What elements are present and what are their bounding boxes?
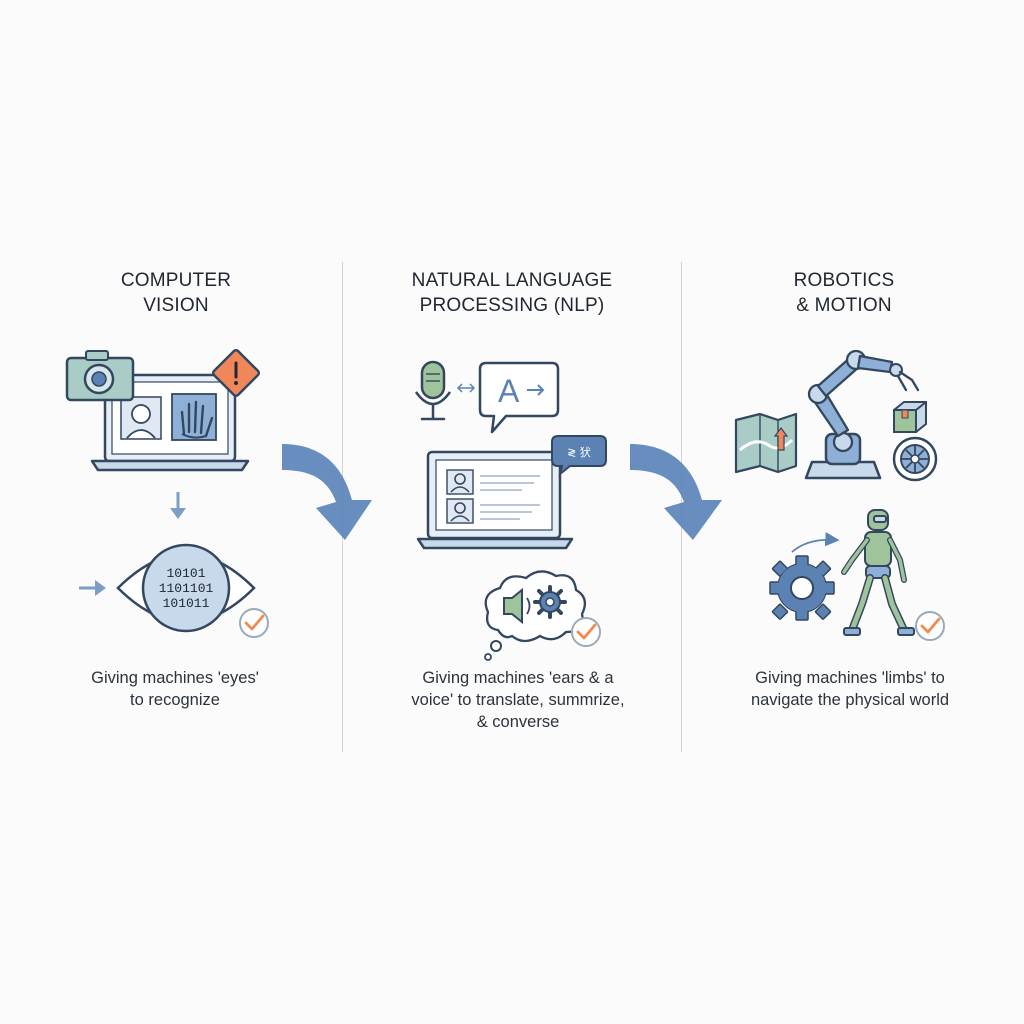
heading-computer-vision: COMPUTER VISION <box>46 268 306 318</box>
flow-arrow-icon <box>630 444 722 540</box>
humanoid-robot-icon <box>841 509 915 636</box>
caption-line: Giving machines 'eyes' <box>91 669 259 687</box>
flow-arrow-icon <box>282 444 372 540</box>
face-icon <box>120 396 162 440</box>
check-badge-icon <box>915 611 945 641</box>
heading-line: COMPUTER <box>120 270 232 291</box>
chat-bubble-icon: ≷ 犾 <box>551 435 607 477</box>
binary-line: 10101 <box>166 566 205 581</box>
check-badge-icon <box>239 608 269 638</box>
heading-robotics: ROBOTICS & MOTION <box>714 268 974 318</box>
speaker-icon <box>503 587 531 625</box>
binary-line: 1101101 <box>159 581 214 596</box>
caption-line: voice' to translate, summrize, <box>411 691 625 709</box>
eye-icon: 10101 1101101 101011 <box>116 543 256 633</box>
heading-line: PROCESSING (NLP) <box>419 295 605 316</box>
laptop-icon <box>416 450 574 550</box>
caption-line: navigate the physical world <box>750 691 950 709</box>
package-icon <box>893 401 927 433</box>
check-badge-icon <box>571 617 601 647</box>
camera-icon <box>65 350 135 402</box>
heading-line: & MOTION <box>796 295 892 316</box>
robotic-arm-icon <box>804 349 920 480</box>
speech-letter: A <box>498 373 520 409</box>
heading-line: NATURAL LANGUAGE <box>411 270 613 291</box>
caption-line: to recognize <box>130 691 220 709</box>
down-arrow-icon <box>170 492 186 519</box>
user-icon <box>446 469 474 495</box>
heading-nlp: NATURAL LANGUAGE PROCESSING (NLP) <box>382 268 642 318</box>
wheel-icon <box>892 436 938 482</box>
caption-line: Giving machines 'limbs' to <box>755 669 945 687</box>
user-icon <box>446 498 474 524</box>
double-arrow-icon <box>456 383 476 393</box>
chat-glyphs: ≷ 犾 <box>567 445 591 459</box>
caption-robotics: Giving machines 'limbs' to navigate the … <box>705 667 995 711</box>
caption-line: & converse <box>476 713 560 731</box>
heading-line: VISION <box>143 295 209 316</box>
map-icon <box>734 412 798 474</box>
caption-computer-vision: Giving machines 'eyes' to recognize <box>30 667 320 711</box>
microphone-icon <box>414 360 452 421</box>
thought-cloud-icon <box>484 570 587 661</box>
caption-line: Giving machines 'ears & a <box>422 669 614 687</box>
speech-bubble-icon: A <box>478 361 560 434</box>
heading-line: ROBOTICS <box>793 270 895 291</box>
gear-icon <box>533 585 567 619</box>
binary-line: 101011 <box>163 596 210 611</box>
gear-icon <box>769 555 835 621</box>
caption-nlp: Giving machines 'ears & a voice' to tran… <box>373 667 663 733</box>
hand-icon <box>171 393 217 441</box>
text-lines <box>480 475 540 520</box>
right-arrow-icon <box>79 580 106 596</box>
motion-arrow-icon <box>791 532 840 553</box>
warning-sign-icon <box>211 348 261 398</box>
